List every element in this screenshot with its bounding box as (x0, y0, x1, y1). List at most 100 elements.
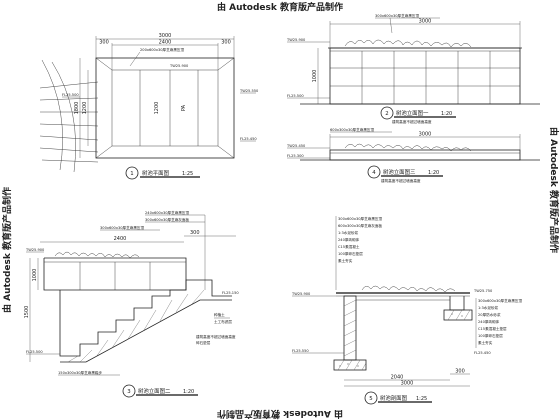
elev1-wall (329, 47, 521, 105)
elev1-title-number: 2 (385, 111, 388, 117)
section-right-wall (449, 296, 465, 311)
section-level-fl-left: FL25.550 (292, 349, 309, 353)
section-left-wall (343, 295, 357, 361)
section-shrubs (361, 285, 456, 293)
elev1-bottom-note: 建筑高度不超过墙面高度 (392, 119, 432, 124)
plan-scale: 1:25 (182, 171, 193, 177)
elev3-level-tw: TW25.450 (286, 144, 306, 148)
elev2-dim-1000: 1000 (32, 269, 38, 282)
plan-paving-arcs (39, 59, 99, 173)
elevation-1-view: 300x600x30厚芝麻黑压顶 3000 1000 TW25.900 FL25… (286, 13, 540, 124)
elevation-2-view: 240x600x30厚芝麻黑压顶 300x600x30厚芝麻灰面板 300x60… (24, 210, 239, 398)
watermark-right: 由 Autodesk 教育版产品制作 (548, 127, 560, 253)
elev3-title-number-circle (367, 165, 381, 179)
elev3-note: 600x300x30厚芝麻黑压顶 (330, 127, 375, 132)
plan-view: 3000 2400 300 300 200x600x30厚芝麻黑压顶 1800 … (39, 33, 259, 180)
elev2-note-1: 240x600x30厚芝麻黑压顶 (145, 210, 190, 215)
elev3-level-fl: FL25.300 (287, 154, 304, 158)
section-gravel (339, 313, 463, 367)
section-dim-300: 300 (455, 369, 465, 375)
section-note-left-2: 600x300x30厚芝麻灰面板 (338, 223, 383, 228)
plan-pa-label: PA (181, 104, 187, 111)
section-note-right-1: 300x600x30厚芝麻黑压顶 (478, 298, 523, 303)
elev3-scale: 1:20 (428, 170, 439, 176)
elev3-bottom-note: 建筑高度不超过墙面高度 (381, 178, 421, 183)
elev2-title-number: 3 (127, 389, 130, 395)
elevation-3-view: 600x300x30厚芝麻黑压顶 3000 TW25.450 FL25.300 … (286, 127, 540, 183)
elev3-title: 树池立面图三 (383, 168, 416, 176)
elev2-stair-profile (59, 279, 232, 357)
section-note-right-4: 240厚砖砌体 (478, 319, 500, 324)
elev1-scale: 1:20 (441, 111, 452, 117)
section-dim-2040: 2040 (391, 375, 404, 381)
elev2-side-note-4: 碎石垫层 (196, 340, 211, 345)
section-note-right-3: 20厚防水砂浆 (478, 312, 501, 317)
elev1-shrubs (344, 39, 472, 48)
elev2-bottom-note: 150x300x30厚芝麻黑踏步 (58, 370, 103, 375)
plan-dim-inner: 2400 (159, 40, 172, 46)
elev2-title-number-circle (122, 384, 136, 398)
elev2-dim-1500: 1500 (24, 306, 30, 319)
plan-dim-left-inner: 1200 (82, 102, 88, 115)
section-note-right-5: C15素混凝土垫层 (478, 326, 507, 331)
section-note-right-6: 100厚碎石垫层 (478, 333, 503, 338)
section-view: 300x600x30厚芝麻黑压顶 600x300x30厚芝麻灰面板 1:3水泥砂… (291, 216, 523, 405)
elev3-wall (329, 149, 521, 161)
section-left-footing (333, 359, 367, 371)
plan-level-fl-right: FL25.450 (240, 137, 257, 141)
section-note-left-1: 300x600x30厚芝麻黑压顶 (338, 216, 383, 221)
section-level-fl-right: FL25.450 (474, 351, 491, 355)
elev2-dim-2400: 2400 (114, 236, 127, 242)
plan-dim-side-right: 300 (221, 40, 231, 46)
elev2-dim-300: 300 (190, 230, 200, 236)
elev2-note-2: 300x600x30厚芝麻灰面板 (145, 217, 190, 222)
section-level-tw: TW25.900 (291, 292, 311, 296)
elev2-side-note-2: 土工布滤层 (214, 319, 232, 324)
section-notes-right: 300x600x30厚芝麻黑压顶 1:3水泥砂浆 20厚防水砂浆 240厚砖砌体… (475, 298, 523, 348)
elev2-side-note-1: 种植土 (214, 312, 225, 317)
watermark-left: 由 Autodesk 教育版产品制作 (1, 187, 13, 313)
plan-inner-edge (111, 69, 219, 147)
section-note-left-4: 240厚砖砌体 (338, 237, 360, 242)
plan-level-fl-left: FL25.500 (62, 93, 79, 97)
section-note-left-6: 100厚碎石垫层 (338, 251, 363, 256)
elev2-level-tw: TW25.900 (25, 248, 45, 252)
elev2-title: 树池立面图二 (138, 387, 171, 395)
elev1-title: 树池立面图一 (396, 109, 429, 117)
section-scale: 1:25 (416, 396, 427, 402)
section-dim-3000: 3000 (401, 381, 414, 387)
plan-dim-centre: 1200 (154, 102, 160, 115)
elev2-shrubs (54, 251, 140, 259)
plan-title-number-circle (125, 166, 139, 180)
elev2-level-fl-left: FL25.500 (26, 350, 43, 354)
elev1-dim-overall: 3000 (419, 19, 432, 25)
plan-dim-left-overall: 1800 (74, 102, 80, 115)
elev2-stair-underside (60, 299, 232, 363)
section-note-left-5: C15素混凝土 (338, 244, 360, 249)
section-title: 树池剖面图 (380, 394, 407, 402)
elev2-scale: 1:20 (183, 389, 194, 395)
section-note-left-3: 1:3水泥砂浆 (338, 230, 359, 235)
elev2-gravel-hatch (67, 289, 205, 363)
plan-note-top: 200x600x30厚芝麻黑压顶 (140, 47, 185, 52)
elev1-level-fl: FL25.500 (287, 94, 304, 98)
elev1-note: 300x600x30厚芝麻黑压顶 (375, 13, 420, 18)
elev1-dim-height: 1000 (312, 70, 318, 83)
watermark-top: 由 Autodesk 教育版产品制作 (217, 1, 343, 13)
section-note-right-2: 1:3水泥砂浆 (478, 305, 499, 310)
plan-title: 树池平面图 (142, 169, 169, 177)
elev2-note-3: 300x600x30厚芝麻黑压顶 (100, 225, 145, 230)
section-note-right-7: 素土夯实 (478, 340, 493, 345)
plan-level-tw-right: TW25.550 (239, 89, 259, 93)
elev1-level-tw: TW25.900 (286, 38, 306, 42)
section-title-number: 5 (369, 396, 372, 402)
plan-dim-side-left: 300 (99, 40, 109, 46)
elev1-title-number-circle (380, 106, 394, 120)
section-level-tw-right: TW25.750 (473, 289, 493, 293)
plan-dim-overall: 3000 (159, 33, 172, 39)
plan-level-tw-top: TW25.900 (169, 64, 189, 68)
section-title-number-circle (364, 391, 378, 405)
elev3-dim-overall: 3000 (419, 132, 432, 138)
plan-outer-wall (95, 57, 235, 159)
